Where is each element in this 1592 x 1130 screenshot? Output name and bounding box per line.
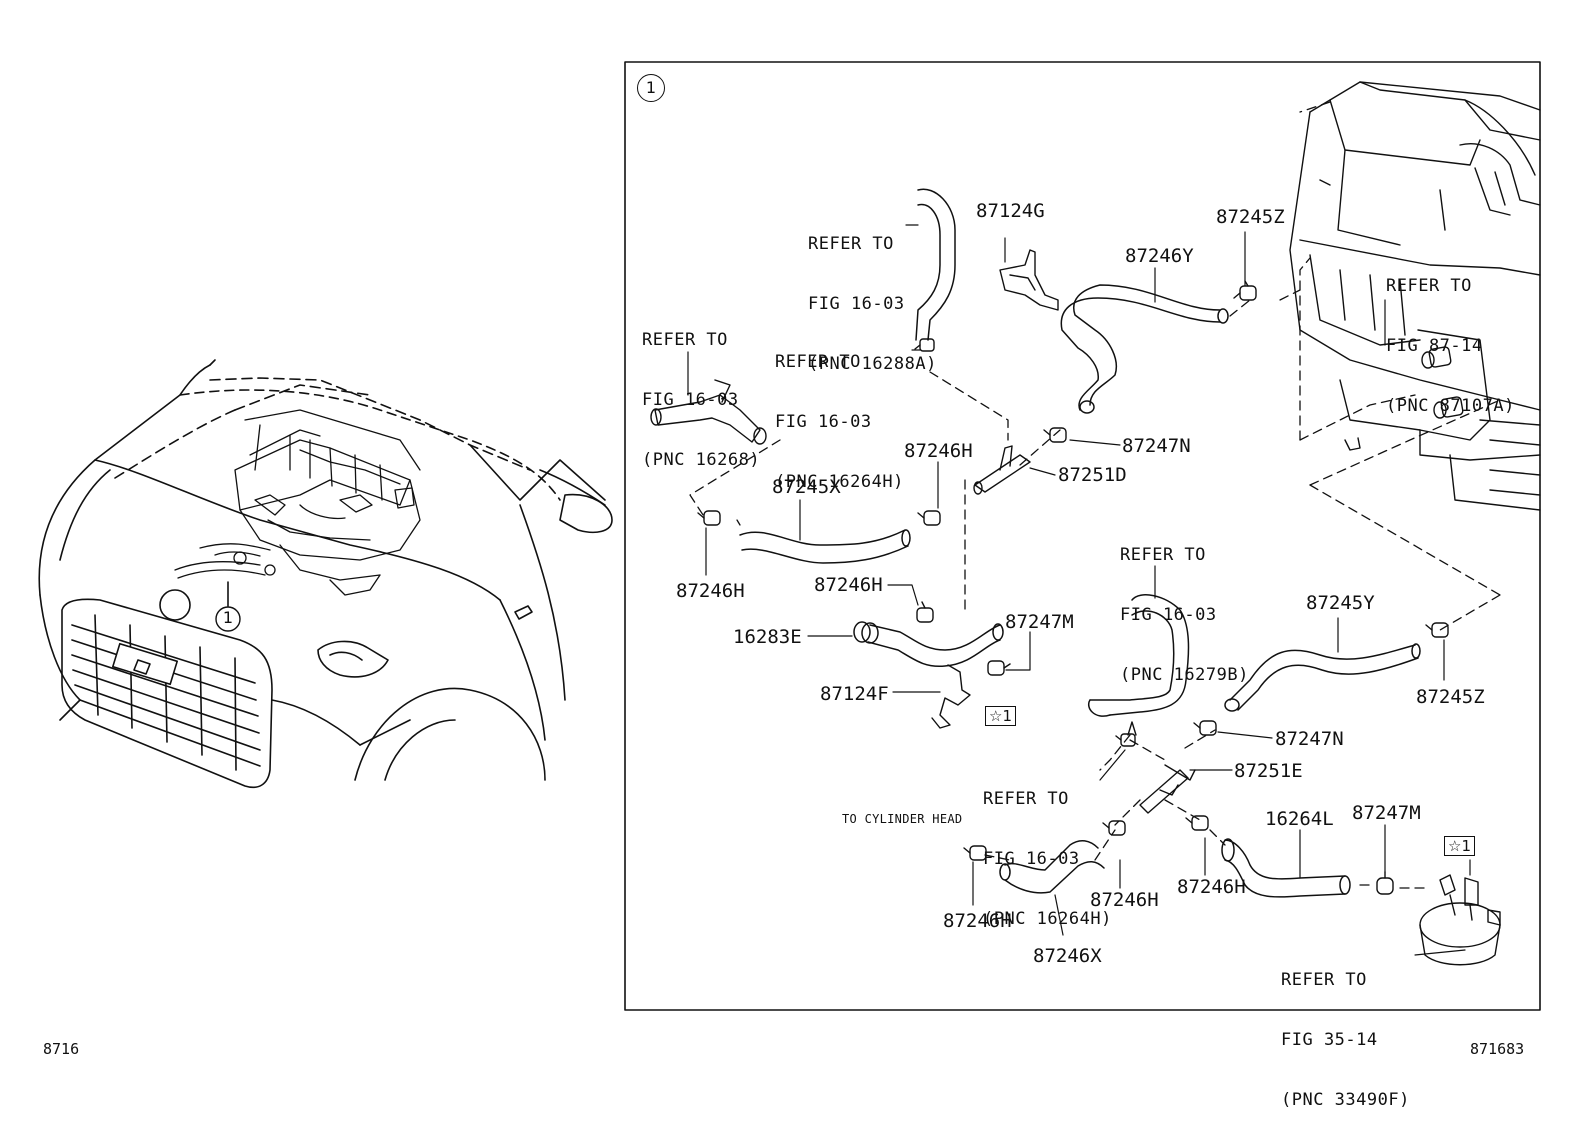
ref-line: FIG 16-03 (1120, 605, 1217, 625)
ref-16264h-bottom: REFER TO FIG 16-03 (PNC 16264H) (983, 749, 1112, 949)
ref-line: REFER TO (642, 330, 728, 350)
ref-line: FIG 16-03 (983, 849, 1080, 869)
part-16283E: 16283E (733, 626, 802, 648)
hoses (739, 188, 1421, 898)
ref-87107a: REFER TO FIG 87-14 (PNC 87107A) (1386, 236, 1515, 436)
part-87251D: 87251D (1058, 464, 1127, 486)
part-87245Z-top: 87245Z (1216, 206, 1285, 228)
ref-line: REFER TO (808, 234, 894, 254)
parts-diagram-canvas (38, 61, 1541, 1011)
ref-line: FIG 35-14 (1281, 1030, 1378, 1050)
ref-line: (PNC 16288A) (808, 354, 937, 374)
ref-line: (PNC 16268) (642, 450, 761, 470)
ref-line: FIG 16-03 (642, 390, 739, 410)
part-87247N-top: 87247N (1122, 435, 1191, 457)
overview-marker-label: 1 (222, 608, 234, 627)
part-87245Y: 87245Y (1306, 592, 1375, 614)
part-87247N-bottom: 87247N (1275, 728, 1344, 750)
ref-16288a: REFER TO FIG 16-03 (PNC 16288A) (808, 194, 937, 394)
part-87247M-left: 87247M (1005, 611, 1074, 633)
star-tag-left: ☆1 (985, 706, 1016, 726)
part-87246H-mid: 87246H (904, 440, 973, 462)
part-16264L: 16264L (1265, 808, 1334, 830)
part-87245Z-right: 87245Z (1416, 686, 1485, 708)
ref-line: (PNC 87107A) (1386, 396, 1515, 416)
part-87247M-right: 87247M (1352, 802, 1421, 824)
footer-left-code: 8716 (43, 1040, 80, 1058)
part-87246X: 87246X (1033, 945, 1102, 967)
ref-line: REFER TO (1120, 545, 1206, 565)
part-87245X: 87245X (772, 476, 841, 498)
fittings (650, 249, 1501, 966)
ref-16268: REFER TO FIG 16-03 (PNC 16268) (642, 290, 760, 490)
ref-33490f: REFER TO FIG 35-14 (PNC 33490F) (1281, 930, 1410, 1130)
footer-right-code: 871683 (1470, 1040, 1525, 1058)
hvac-unit (1289, 81, 1541, 511)
detail-frame (624, 61, 1541, 1011)
ref-line: REFER TO (775, 352, 861, 372)
part-87246H-left: 87246H (676, 580, 745, 602)
star-tag-right: ☆1 (1444, 836, 1475, 856)
label-leaders (687, 224, 1471, 956)
ref-line: FIG 16-03 (775, 412, 872, 432)
ref-16264h-top: REFER TO FIG 16-03 (PNC 16264H) (775, 312, 904, 512)
part-87246H-b3: 87246H (1177, 876, 1246, 898)
part-87246H-b1: 87246H (943, 910, 1012, 932)
ref-line: REFER TO (1281, 970, 1367, 990)
ref-line: (PNC 33490F) (1281, 1090, 1410, 1110)
ref-line: (PNC 16264H) (775, 472, 904, 492)
ref-line: FIG 16-03 (808, 294, 905, 314)
ref-line: (PNC 16264H) (983, 909, 1112, 929)
part-87124F: 87124F (820, 683, 889, 705)
part-87124G: 87124G (976, 200, 1045, 222)
detail-marker-circle: 1 (637, 74, 665, 102)
callout-cylinder-head: TO CYLINDER HEAD (842, 812, 963, 826)
ref-16279b: REFER TO FIG 16-03 (PNC 16279B) (1120, 505, 1249, 705)
part-87246Y: 87246Y (1125, 245, 1194, 267)
overview-marker-circle (215, 606, 241, 632)
vehicle-overview (38, 359, 613, 789)
ref-line: REFER TO (1386, 276, 1472, 296)
part-87246H-low: 87246H (814, 574, 883, 596)
ref-line: FIG 87-14 (1386, 336, 1483, 356)
ref-line: REFER TO (983, 789, 1069, 809)
ref-line: (PNC 16279B) (1120, 665, 1249, 685)
part-87251E: 87251E (1234, 760, 1303, 782)
part-87246H-b2: 87246H (1090, 889, 1159, 911)
